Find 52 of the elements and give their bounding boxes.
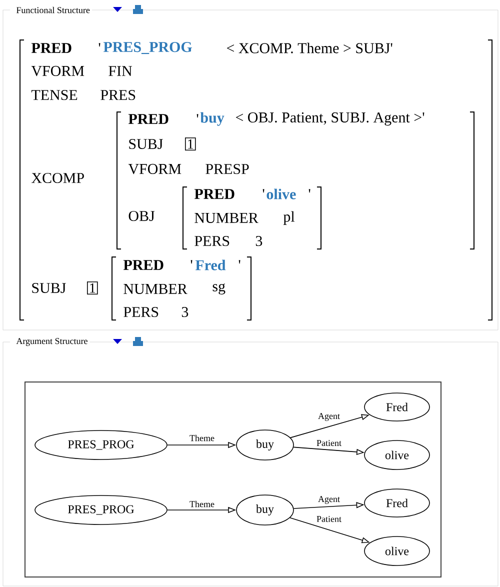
feature-text: SUBJ — [32, 282, 66, 294]
section-heading: Functional Structure — [14, 6, 92, 14]
feature-text: PERS — [194, 236, 230, 246]
feature-text: XCOMP — [32, 172, 84, 184]
ellipse-node: PRES_PROG — [34, 430, 168, 460]
feature-name: PRED — [123, 260, 164, 270]
feature-text: SUBJ — [129, 138, 163, 150]
predicate-name: olive — [266, 188, 296, 200]
feature-text: TENSE — [31, 90, 78, 100]
index-box: 1 — [87, 281, 98, 295]
feature-text: < OBJ. Patient, SUBJ. Agent >' — [236, 112, 424, 126]
feature-text: ' — [262, 189, 264, 193]
ellipse-node: olive — [364, 536, 430, 566]
feature-text: OBJ — [128, 210, 155, 222]
index-box: 1 — [185, 137, 196, 151]
feature-text: NUMBER — [194, 213, 258, 223]
feature-text: ' — [238, 260, 240, 264]
feature-name: PRED — [194, 189, 234, 199]
ellipse-node: olive — [364, 440, 430, 470]
edge-label: Patient — [316, 438, 342, 448]
edge-label: Patient — [316, 514, 342, 524]
feature-text: VFORM — [31, 66, 84, 76]
ellipse-node: Fred — [364, 488, 430, 518]
feature-text: PERS — [124, 306, 158, 318]
feature-text: < XCOMP. Theme > SUBJ' — [226, 42, 392, 54]
section-heading: Argument Structure — [14, 338, 90, 346]
feature-text: sg — [212, 284, 226, 294]
feature-text: ' — [196, 114, 198, 118]
ellipse-node: PRES_PROG — [34, 495, 168, 525]
ellipse-node: buy — [236, 494, 294, 526]
feature-text: FIN — [108, 66, 132, 76]
feature-text: 3 — [256, 236, 262, 246]
predicate-name: PRES_PROG — [103, 42, 192, 54]
feature-text: VFORM — [128, 164, 182, 174]
feature-name: PRED — [128, 114, 168, 124]
feature-text: pl — [283, 211, 295, 225]
edge-label: Agent — [317, 495, 341, 505]
ellipse-node: buy — [236, 430, 294, 460]
feature-name: PRED — [31, 43, 72, 53]
feature-text: ' — [308, 189, 310, 193]
feature-text: ' — [98, 43, 100, 47]
feature-text: 3 — [182, 306, 188, 318]
edge-label: Theme — [188, 434, 216, 442]
predicate-name: buy — [200, 112, 224, 126]
feature-text: NUMBER — [124, 284, 188, 294]
ellipse-node: Fred — [364, 392, 430, 422]
edge-label: Theme — [188, 500, 216, 508]
edge-label: Agent — [317, 412, 341, 422]
feature-text: ' — [190, 260, 192, 264]
feature-text: PRES — [100, 90, 136, 100]
feature-text: PRESP — [206, 164, 249, 174]
predicate-name: Fred — [195, 260, 226, 270]
